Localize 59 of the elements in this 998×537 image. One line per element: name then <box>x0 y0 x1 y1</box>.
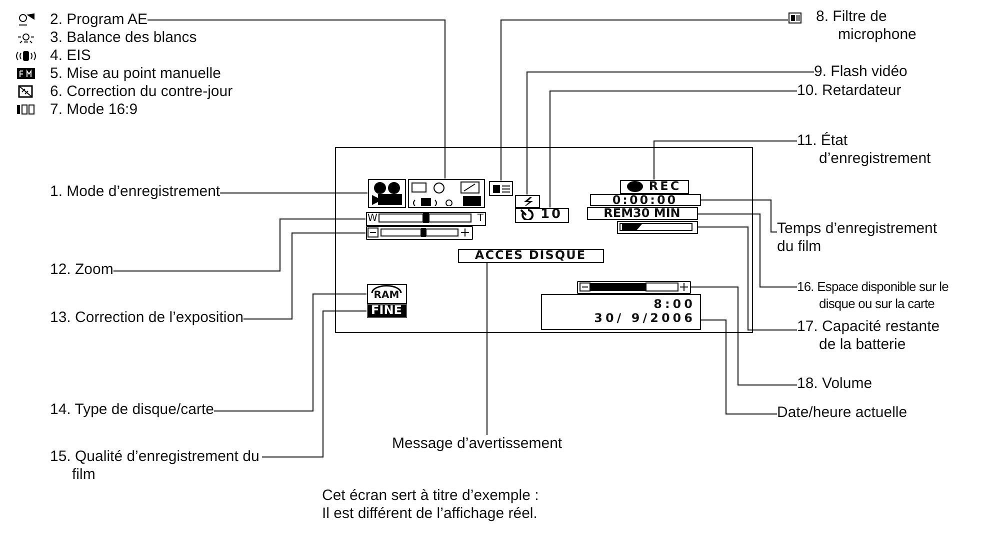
leader-line <box>147 20 446 179</box>
battery-icon <box>616 220 698 234</box>
exposure-bar <box>366 226 472 240</box>
callout-label: 10. Retardateur <box>797 82 902 100</box>
callout-label: 13. Correction de l’exposition <box>50 309 244 327</box>
callout-label: 9. Flash vidéo <box>814 63 908 81</box>
leader-line <box>697 214 798 288</box>
leader-line <box>262 310 367 458</box>
leader-line <box>550 90 798 208</box>
callout-label: 16. Espace disponible sur le disque ou sur la carte <box>797 278 965 312</box>
warning-message: ACCES DISQUE <box>458 248 604 262</box>
list-item: 6. Correction du contre-jour <box>50 83 233 101</box>
scale-letter: T <box>477 212 484 224</box>
callout-label: 2. Program AE <box>50 11 148 29</box>
list-item: 4. EIS <box>50 47 91 65</box>
callout-label: Temps d’enregistrement du film <box>777 220 957 256</box>
list-item: 5. Mise au point manuelle <box>50 65 221 83</box>
microphone-icon <box>488 180 512 196</box>
callout-label: 1. Mode d’enregistrement <box>50 183 220 201</box>
leader-line <box>526 72 814 195</box>
leader-line <box>654 140 798 180</box>
time-counter: 0:00:00 <box>590 194 700 206</box>
callout-label: 8. Filtre de microphone <box>816 8 918 44</box>
leader-line <box>220 192 368 194</box>
lightning-icon <box>514 194 540 208</box>
screen-frame <box>335 147 753 333</box>
leader-line <box>700 320 778 414</box>
date-time-text: 30/ 9/2006 <box>593 310 696 324</box>
callout-label: Date/heure actuelle <box>777 404 908 422</box>
leader-line <box>242 232 366 320</box>
leader-line <box>486 262 488 436</box>
camera-icon <box>368 178 406 208</box>
volume-bar <box>576 280 690 294</box>
leader-line <box>500 20 788 181</box>
zoom-bar <box>366 212 486 226</box>
callout-label: 12. Zoom <box>50 261 114 279</box>
callout-label: 17. Capacité restante de la batterie <box>797 318 959 354</box>
list-item: 3. Balance des blancs <box>50 29 197 47</box>
remaining-time-indicator: REM30 MIN <box>586 206 698 220</box>
list-item: 7. Mode 16:9 <box>50 101 138 119</box>
icon-panel <box>408 178 484 208</box>
recording-indicator: REC <box>620 180 688 194</box>
leader-line <box>700 200 778 232</box>
quality-indicator: FINE <box>366 304 406 318</box>
date-time-display <box>540 294 700 330</box>
callout-label: 14. Type de disque/carte <box>50 401 214 419</box>
callout-label: 18. Volume <box>797 375 872 393</box>
callout-label: 15. Qualité d’enregistrement du film <box>50 448 262 484</box>
callout-label: 11. État d’enregistrement <box>797 132 957 168</box>
disc-type-icon: RAM <box>366 284 406 304</box>
date-time-text: 8:00 <box>652 296 696 310</box>
caption: Cet écran sert à titre d’exemple : Il est différent de l’affichage réel. <box>322 487 540 523</box>
timer-indicator: 10 <box>514 208 568 222</box>
leader-line <box>112 218 366 272</box>
leader-line <box>697 226 798 330</box>
leader-line <box>214 294 367 412</box>
callout-label: Message d’avertissement <box>392 435 562 453</box>
leader-line <box>690 286 798 386</box>
scale-letter: W <box>368 212 378 224</box>
